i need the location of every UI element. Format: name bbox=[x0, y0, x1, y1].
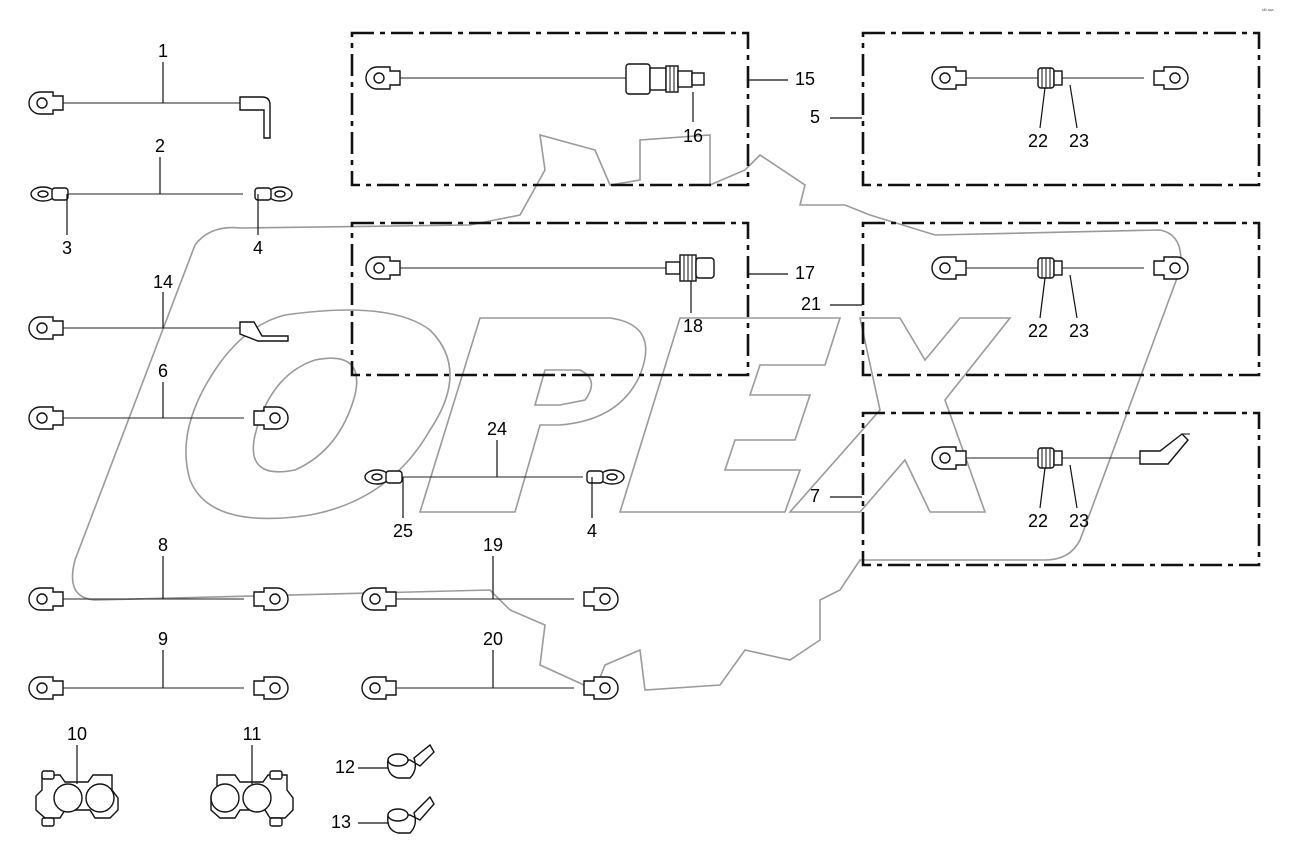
callout-23-box5: 23 bbox=[1069, 131, 1089, 151]
callout-8: 8 bbox=[158, 535, 168, 555]
callout-2: 2 bbox=[155, 136, 165, 156]
callout-12: 12 bbox=[335, 757, 355, 777]
cable-part-8 bbox=[28, 556, 289, 611]
callout-25: 25 bbox=[393, 521, 413, 541]
cable-part-19 bbox=[361, 556, 619, 611]
callout-21: 21 bbox=[801, 294, 821, 314]
callout-9: 9 bbox=[158, 629, 168, 649]
gear-outline-icon bbox=[71, 133, 1182, 692]
cable-part-2 bbox=[30, 157, 293, 235]
callout-10: 10 bbox=[67, 724, 87, 744]
cable-assembly-part-7 bbox=[830, 433, 1190, 509]
callout-14: 14 bbox=[153, 272, 173, 292]
battery-clamp-part-10 bbox=[35, 745, 119, 827]
callout-4-upper: 4 bbox=[253, 238, 263, 258]
callout-1: 1 bbox=[158, 41, 168, 61]
cable-part-6 bbox=[28, 382, 289, 430]
callout-11: 11 bbox=[243, 724, 262, 744]
cable-part-20 bbox=[361, 650, 619, 700]
callout-23-box21: 23 bbox=[1069, 321, 1089, 341]
sensor-cable-part-15 bbox=[365, 63, 788, 122]
opex-watermark bbox=[71, 133, 1182, 692]
letter-e-shape bbox=[618, 317, 842, 513]
callout-24: 24 bbox=[487, 419, 507, 439]
callout-18: 18 bbox=[683, 316, 703, 336]
kit-box-15 bbox=[350, 31, 750, 187]
callout-20: 20 bbox=[483, 629, 503, 649]
callout-19: 19 bbox=[483, 535, 503, 555]
callout-22-box7: 22 bbox=[1028, 511, 1048, 531]
callout-3: 3 bbox=[62, 238, 72, 258]
callout-4-lower: 4 bbox=[587, 521, 597, 541]
letter-p-shape bbox=[418, 317, 647, 513]
callout-13: 13 bbox=[331, 812, 351, 832]
sensor-cable-part-17 bbox=[365, 254, 788, 313]
cable-part-9 bbox=[28, 650, 289, 700]
callout-23-box7: 23 bbox=[1069, 511, 1089, 531]
kit-box-17 bbox=[350, 221, 750, 377]
letter-o-shape bbox=[185, 309, 451, 520]
kit-box-21 bbox=[861, 221, 1261, 377]
callout-16: 16 bbox=[683, 126, 703, 146]
callout-15: 15 bbox=[795, 69, 815, 89]
callout-22-box21: 22 bbox=[1028, 321, 1048, 341]
callout-22-box5: 22 bbox=[1028, 131, 1048, 151]
letter-x-shape bbox=[788, 317, 1012, 513]
kit-box-7 bbox=[861, 411, 1261, 567]
terminal-boot-part-13 bbox=[358, 795, 435, 834]
cable-part-24 bbox=[364, 440, 625, 518]
terminal-boot-part-12 bbox=[358, 743, 435, 779]
callout-6: 6 bbox=[158, 361, 168, 381]
page-corner-mark: ᵉᴹ ᵃᵃᵃ bbox=[1262, 8, 1274, 14]
battery-clamp-part-11 bbox=[210, 745, 294, 827]
cable-assembly-part-21 bbox=[830, 256, 1189, 319]
callout-17: 17 bbox=[795, 263, 815, 283]
cable-assembly-part-5 bbox=[830, 66, 1189, 129]
callout-7: 7 bbox=[810, 486, 820, 506]
cable-part-14 bbox=[28, 292, 289, 342]
kit-box-5 bbox=[861, 31, 1261, 187]
cable-part-1 bbox=[28, 62, 271, 139]
callout-5: 5 bbox=[810, 107, 820, 127]
